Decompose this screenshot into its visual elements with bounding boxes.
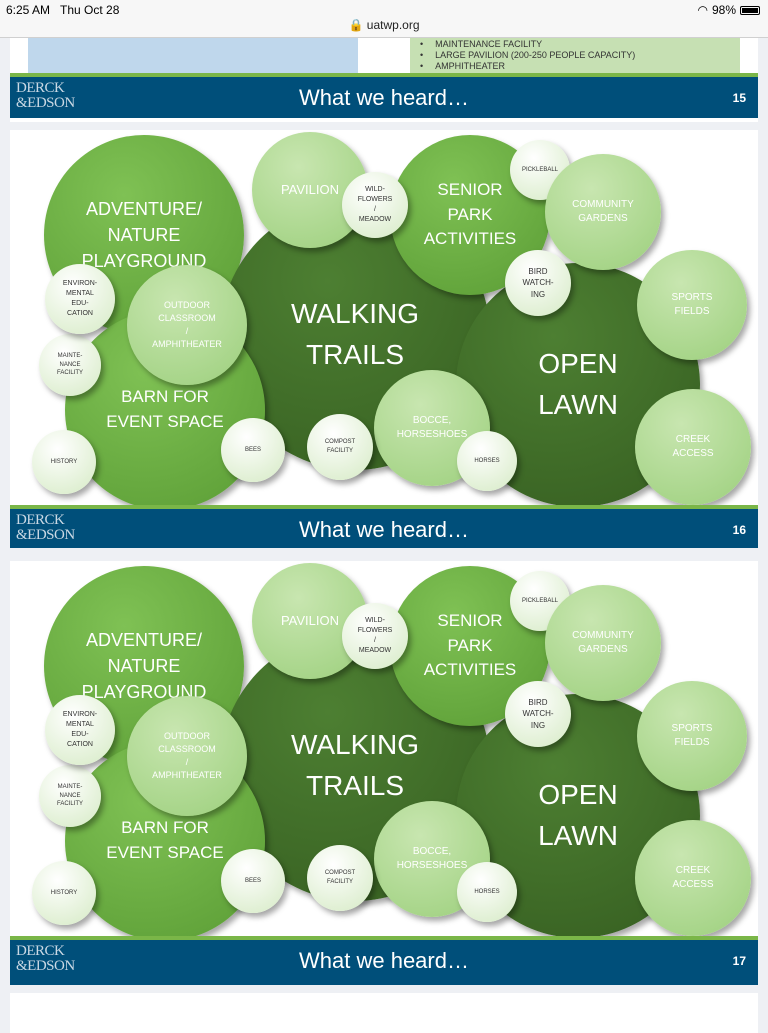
bubble-mainte-nance-facility: MAINTE- NANCE FACILITY xyxy=(39,765,101,827)
battery-percent: 98% xyxy=(711,3,736,17)
slide-number: 15 xyxy=(732,91,746,105)
slide-15: MAINTENANCE FACILITYLARGE PAVILION (200-… xyxy=(10,38,758,122)
bubble-diagram: ADVENTURE/ NATURE PLAYGROUND WALKING TRAI… xyxy=(10,561,758,936)
bubble-label: BOCCE, HORSESHOES xyxy=(396,414,468,441)
bubble-label: PICKLEBALL xyxy=(521,166,559,173)
bubble-bird-watch-ing: BIRD WATCH- ING xyxy=(505,681,571,747)
bubble-sports-fields: SPORTS FIELDS xyxy=(637,250,747,360)
bubble-community-gardens: COMMUNITY GARDENS xyxy=(545,154,661,270)
blue-panel xyxy=(28,38,358,73)
wifi-icon: ◠ xyxy=(697,3,708,17)
bullet-list: MAINTENANCE FACILITYLARGE PAVILION (200-… xyxy=(410,38,740,73)
bubble-bees: BEES xyxy=(221,418,285,482)
bubble-wild-flowers-meadow: WILD- FLOWERS / MEADOW xyxy=(342,603,408,669)
battery-status: ◠98% xyxy=(697,3,760,17)
bubble-history: HISTORY xyxy=(32,861,96,925)
bubble-label: CREEK ACCESS xyxy=(672,433,714,460)
bubble-label: COMMUNITY GARDENS xyxy=(572,629,634,656)
bubble-label: OPEN LAWN xyxy=(538,779,618,851)
bubble-diagram: ADVENTURE/ NATURE PLAYGROUND WALKING TRAI… xyxy=(10,130,758,505)
bubble-label: OUTDOOR CLASSROOM / AMPHITHEATER xyxy=(152,730,222,781)
bubble-label: ADVENTURE/ NATURE PLAYGROUND xyxy=(81,629,207,703)
slide-banner: DERCK&EDSON What we heard… 16 xyxy=(10,505,758,548)
bubble-environ-mental-edu-cation: ENVIRON- MENTAL EDU- CATION xyxy=(45,264,115,334)
bullet-item: LARGE PAVILION (200-250 PEOPLE CAPACITY) xyxy=(420,50,740,61)
bubble-label: BEES xyxy=(244,877,261,884)
bubble-label: WILD- FLOWERS / MEADOW xyxy=(357,185,393,224)
time-text: 6:25 AM xyxy=(6,3,51,17)
bullet-item: AMPHITHEATER xyxy=(420,61,740,72)
bubble-bocce-horseshoes: BOCCE, HORSESHOES xyxy=(374,801,490,917)
bubble-creek-access: CREEK ACCESS xyxy=(635,389,751,505)
url-text: uatwp.org xyxy=(366,18,420,32)
date-text: Thu Oct 28 xyxy=(60,3,120,17)
bubble-bird-watch-ing: BIRD WATCH- ING xyxy=(505,250,571,316)
slide-title: What we heard… xyxy=(299,948,469,973)
bubble-label: BIRD WATCH- ING xyxy=(522,697,554,730)
bubble-community-gardens: COMMUNITY GARDENS xyxy=(545,585,661,701)
bubble-label: WALKING TRAILS xyxy=(290,298,420,370)
bubble-label: OPEN LAWN xyxy=(538,348,618,420)
bubble-label: ENVIRON- MENTAL EDU- CATION xyxy=(62,710,98,749)
bubble-label: HISTORY xyxy=(50,889,78,896)
bubble-wild-flowers-meadow: WILD- FLOWERS / MEADOW xyxy=(342,172,408,238)
bubble-history: HISTORY xyxy=(32,430,96,494)
bubble-label: MAINTE- NANCE FACILITY xyxy=(56,783,83,808)
lock-icon: 🔒 xyxy=(348,18,364,32)
bubble-label: COMMUNITY GARDENS xyxy=(572,198,634,225)
bullet-item: MAINTENANCE FACILITY xyxy=(420,39,740,50)
battery-icon xyxy=(740,5,760,15)
bubble-label: BOCCE, HORSESHOES xyxy=(396,845,468,872)
bubble-label: SENIOR PARK ACTIVITIES xyxy=(423,180,517,249)
bubble-outdoor-classroom-amphitheater: OUTDOOR CLASSROOM / AMPHITHEATER xyxy=(127,265,247,385)
bubble-label: BARN FOR EVENT SPACE xyxy=(106,387,224,431)
bubble-horses: HORSES xyxy=(457,862,517,922)
bubble-compost-facility: COMPOST FACILITY xyxy=(307,845,373,911)
bubble-label: ADVENTURE/ NATURE PLAYGROUND xyxy=(81,198,207,272)
slide-number: 17 xyxy=(732,954,746,968)
slide-banner: DERCK&EDSON What we heard… 15 xyxy=(10,73,758,118)
bubble-label: BARN FOR EVENT SPACE xyxy=(106,818,224,862)
bubble-label: ENVIRON- MENTAL EDU- CATION xyxy=(62,279,98,318)
bubble-label: PAVILION xyxy=(280,181,340,197)
logo: DERCK&EDSON xyxy=(16,943,75,974)
bubble-outdoor-classroom-amphitheater: OUTDOOR CLASSROOM / AMPHITHEATER xyxy=(127,696,247,816)
logo: DERCK&EDSON xyxy=(16,80,75,111)
bubble-compost-facility: COMPOST FACILITY xyxy=(307,414,373,480)
bubble-mainte-nance-facility: MAINTE- NANCE FACILITY xyxy=(39,334,101,396)
bubble-label: PAVILION xyxy=(280,612,340,628)
bubble-label: PICKLEBALL xyxy=(521,597,559,604)
bubble-label: SPORTS FIELDS xyxy=(671,291,713,318)
bubble-label: BIRD WATCH- ING xyxy=(522,266,554,299)
slide-title: What we heard… xyxy=(299,85,469,110)
slide-18 xyxy=(10,993,758,1033)
bubble-label: CREEK ACCESS xyxy=(672,864,714,891)
bubble-label: BEES xyxy=(244,446,261,453)
bubble-label: COMPOST FACILITY xyxy=(324,439,356,454)
bubble-sports-fields: SPORTS FIELDS xyxy=(637,681,747,791)
bubble-label: HORSES xyxy=(474,457,500,464)
slide-17: ADVENTURE/ NATURE PLAYGROUND WALKING TRAI… xyxy=(10,561,758,985)
bubble-creek-access: CREEK ACCESS xyxy=(635,820,751,936)
bubble-label: SENIOR PARK ACTIVITIES xyxy=(423,611,517,680)
bubble-label: COMPOST FACILITY xyxy=(324,870,356,885)
address-bar[interactable]: 🔒 uatwp.org xyxy=(0,18,768,32)
bubble-label: WILD- FLOWERS / MEADOW xyxy=(357,616,393,655)
status-bar: 6:25 AM Thu Oct 28 🔒 uatwp.org ◠98% xyxy=(0,0,768,38)
slide-number: 16 xyxy=(732,523,746,537)
bubble-label: HORSES xyxy=(474,888,500,895)
logo: DERCK&EDSON xyxy=(16,512,75,543)
slide-banner: DERCK&EDSON What we heard… 17 xyxy=(10,936,758,985)
bubble-label: WALKING TRAILS xyxy=(290,729,420,801)
bubble-environ-mental-edu-cation: ENVIRON- MENTAL EDU- CATION xyxy=(45,695,115,765)
slide-16: ADVENTURE/ NATURE PLAYGROUND WALKING TRAI… xyxy=(10,130,758,548)
slide-title: What we heard… xyxy=(299,517,469,542)
bubble-label: MAINTE- NANCE FACILITY xyxy=(56,352,83,377)
bubble-bees: BEES xyxy=(221,849,285,913)
bubble-label: HISTORY xyxy=(50,458,78,465)
bubble-label: OUTDOOR CLASSROOM / AMPHITHEATER xyxy=(152,299,222,350)
bubble-horses: HORSES xyxy=(457,431,517,491)
bubble-label: SPORTS FIELDS xyxy=(671,722,713,749)
clock: 6:25 AM Thu Oct 28 xyxy=(6,3,119,17)
